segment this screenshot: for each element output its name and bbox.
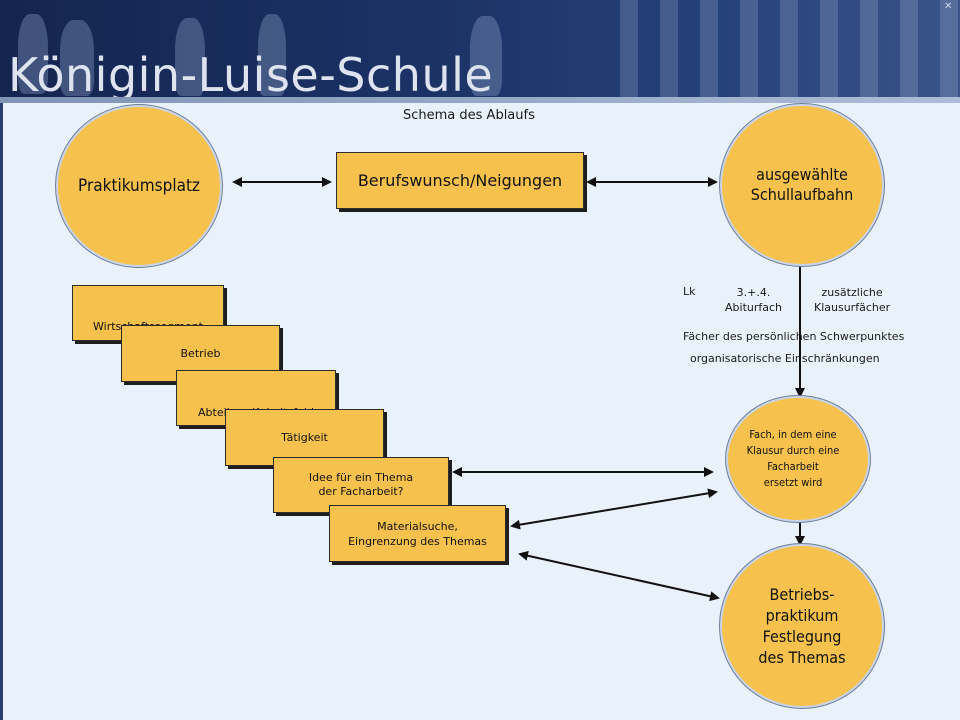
header-banner: Königin-Luise-Schule ✕ <box>0 0 960 103</box>
diagram-title: Schema des Ablaufs <box>403 108 535 123</box>
silhouette-decoration <box>60 20 94 96</box>
node-schullaufbahn: ausgewählte Schullaufbahn <box>722 106 882 264</box>
left-border <box>0 103 3 720</box>
annotation-schwerpunkt: Fächer des persönlichen Schwerpunktes <box>683 330 905 343</box>
annotation-lk: Lk <box>683 285 696 298</box>
node-praktikumsplatz: Praktikumsplatz <box>58 107 220 265</box>
node-schullaufbahn-label: ausgewählte Schullaufbahn <box>750 165 854 204</box>
cascade-materialsuche: Materialsuche, Eingrenzung des Themas <box>329 505 506 562</box>
annotation-einschraenkungen: organisatorische Einschränkungen <box>690 352 880 365</box>
silhouette-decoration <box>258 14 286 96</box>
school-name: Königin-Luise-Schule <box>8 48 494 102</box>
silhouette-decoration <box>470 16 502 96</box>
node-fach-klausur-label: Fach, in dem eine Klausur durch eine Fac… <box>746 428 840 489</box>
cascade-label: Tätigkeit <box>281 431 328 444</box>
close-icon[interactable]: ✕ <box>944 1 953 12</box>
cascade-label: Idee für ein Thema der Facharbeit? <box>308 471 414 498</box>
cascade-label: Betrieb <box>180 347 221 360</box>
arrow-materialsuche-betriebspraktikum <box>518 550 720 602</box>
node-fach-klausur: Fach, in dem eine Klausur durch eine Fac… <box>728 398 868 520</box>
silhouette-decoration <box>175 18 205 96</box>
annotation-klausurfaecher: zusätzliche Klausurfächer <box>814 286 891 314</box>
node-betriebspraktikum-label: Betriebs- praktikum Festlegung des Thema… <box>758 585 846 667</box>
silhouette-decoration <box>18 14 48 94</box>
node-praktikumsplatz-label: Praktikumsplatz <box>78 176 200 196</box>
cascade-label: Materialsuche, Eingrenzung des Themas <box>348 519 487 548</box>
node-betriebspraktikum: Betriebs- praktikum Festlegung des Thema… <box>722 546 882 706</box>
banner-stripe <box>0 97 960 103</box>
arrow-materialsuche-fach <box>510 488 718 530</box>
cascade-idee: Idee für ein Thema der Facharbeit? <box>273 457 449 513</box>
annotation-abiturfach: 3.+.4. Abiturfach <box>725 286 783 314</box>
node-berufswunsch-label: Berufswunsch/Neigungen <box>357 171 563 190</box>
node-berufswunsch: Berufswunsch/Neigungen <box>336 152 584 209</box>
building-decoration <box>620 0 960 97</box>
